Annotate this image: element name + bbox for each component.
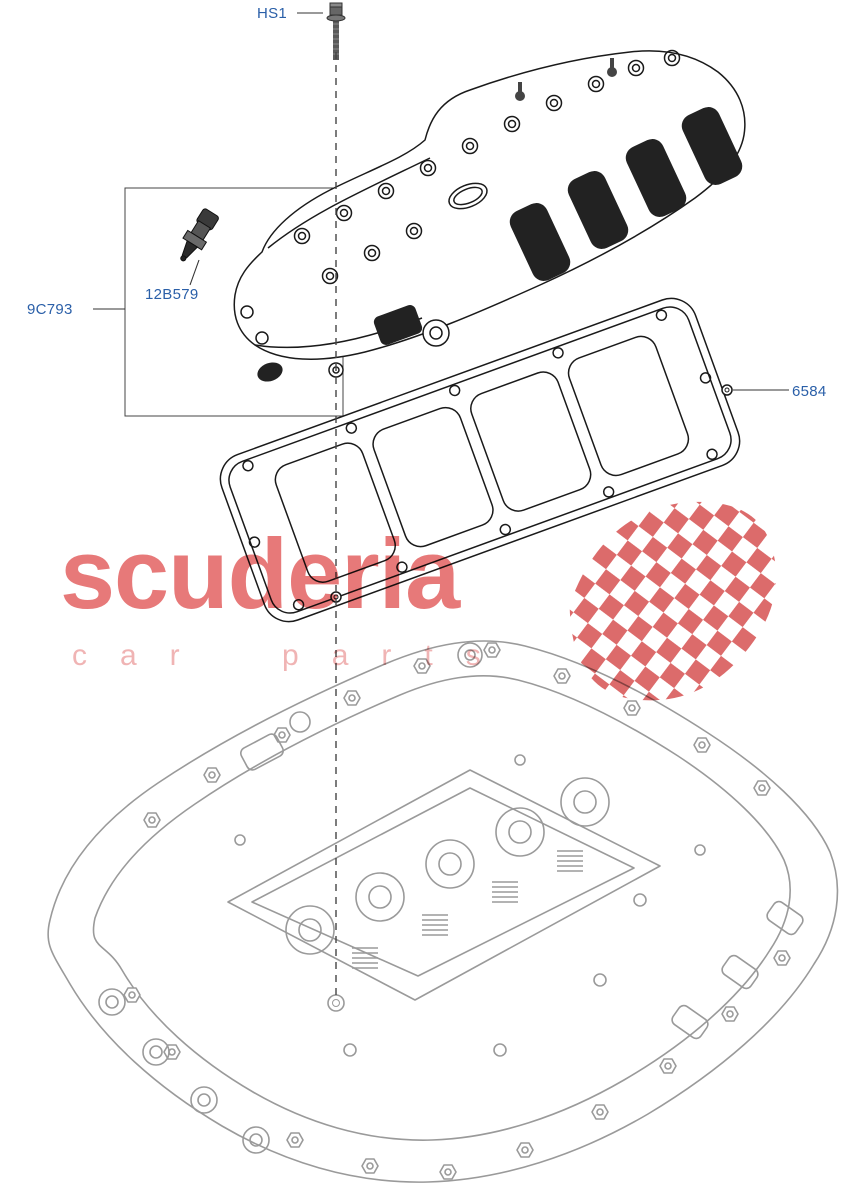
intake-manifold-drawing bbox=[233, 49, 746, 382]
sensor-drawing bbox=[180, 208, 219, 262]
part-label-hs1[interactable]: HS1 bbox=[257, 5, 288, 22]
leader-lines bbox=[93, 12, 789, 391]
gasket-drawing bbox=[219, 297, 741, 623]
part-label-9c793[interactable]: 9C793 bbox=[27, 301, 73, 318]
part-label-6584[interactable]: 6584 bbox=[792, 383, 827, 400]
bolt-drawing bbox=[326, 2, 346, 60]
part-label-12b579[interactable]: 12B579 bbox=[145, 286, 199, 303]
cylinder-head-drawing bbox=[47, 640, 839, 1183]
